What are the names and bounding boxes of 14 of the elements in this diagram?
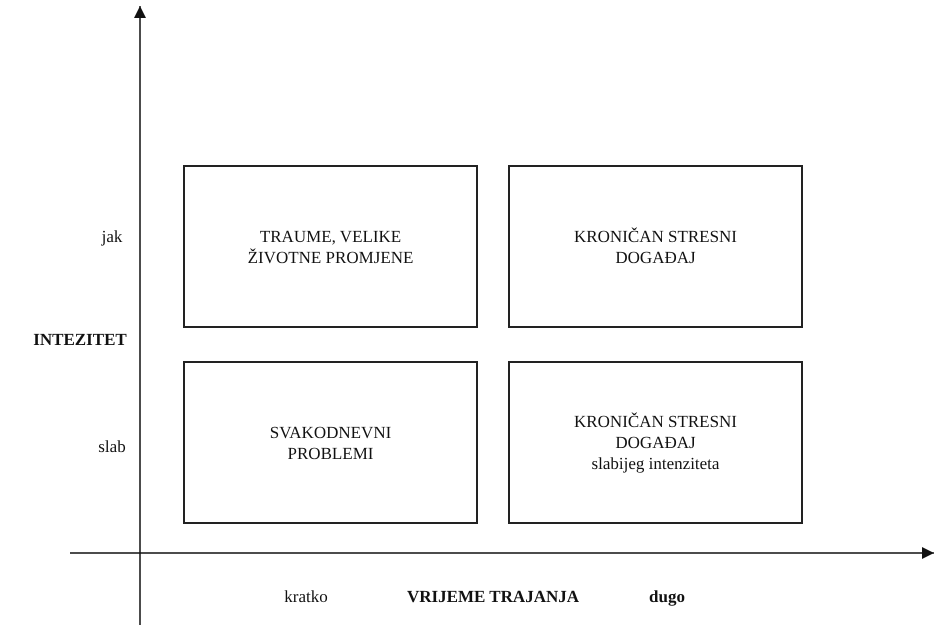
axis-title: VRIJEME TRAJANJA [406,587,580,607]
axis-tick-label: dugo [649,587,685,607]
axis-title: INTEZITET [33,330,127,350]
axis-tick-label: slab [98,437,126,457]
category-box [183,361,478,524]
box-title: KRONIČAN STRESNI DOGAĐAJ [573,226,738,268]
category-box [508,165,803,328]
axis-tick-label: jak [102,227,122,247]
box-title: SVAKODNEVNI PROBLEMI [268,422,392,464]
box-note: slabijeg intenziteta [592,453,720,474]
category-box [183,165,478,328]
axis-tick-label: kratko [284,587,328,607]
category-box [508,361,803,524]
box-title: TRAUME, VELIKE ŽIVOTNE PROMJENE [246,226,414,268]
